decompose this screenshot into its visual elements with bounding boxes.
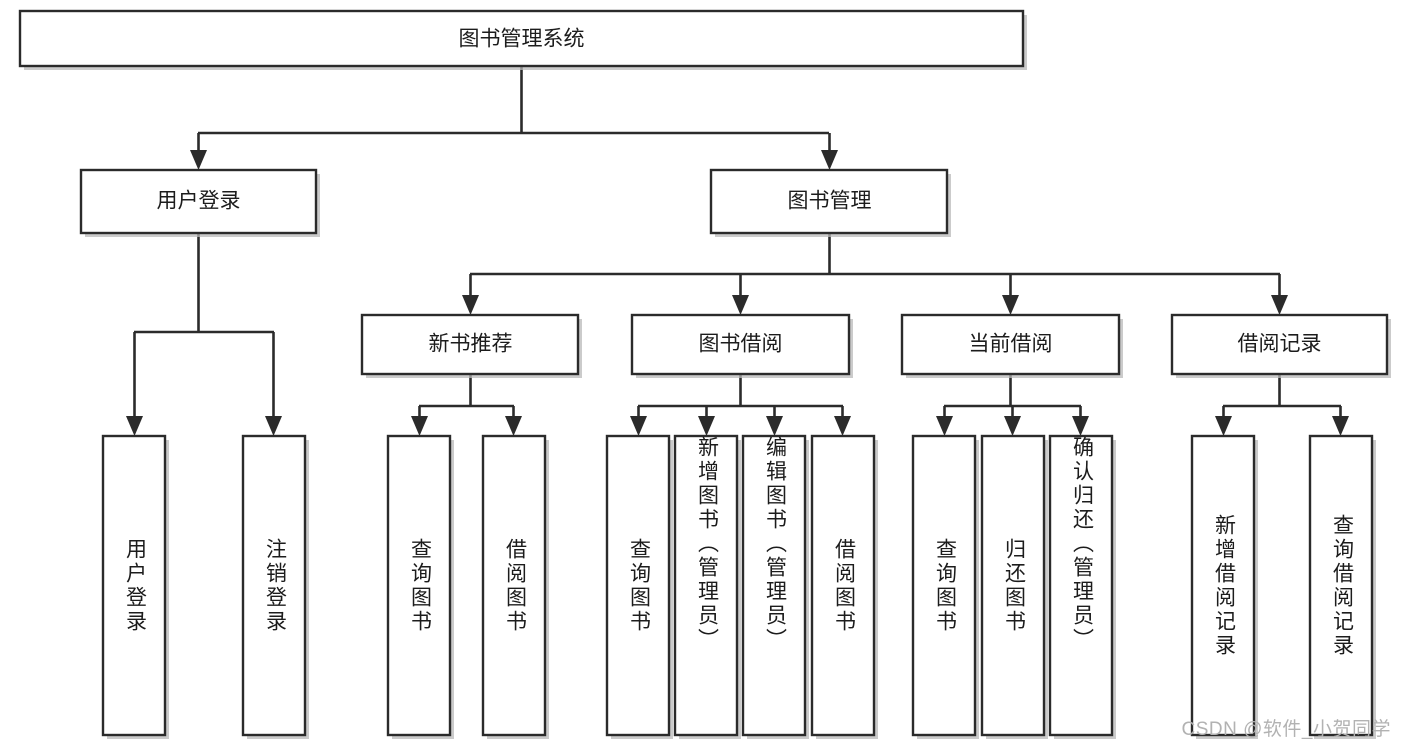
root-node-box[interactable] — [18, 9, 1025, 68]
edges-layer — [126, 66, 1349, 436]
arrow-to-new-book-rec — [462, 295, 479, 315]
leaf-query-record-box[interactable] — [1308, 434, 1374, 737]
arrow-to-borrow-record — [1271, 295, 1288, 315]
leaf-query-book-2-box[interactable] — [605, 434, 671, 737]
new-book-rec-node-label: 新书推荐 — [429, 333, 513, 356]
arrow-to-book-borrow — [732, 295, 749, 315]
arrow-to-leaf-edit-book — [766, 416, 783, 436]
leaf-add-record-box[interactable] — [1190, 434, 1256, 737]
book-borrow-node-label: 图书借阅 — [699, 333, 783, 356]
leaf-query-book-1-box[interactable] — [386, 434, 452, 737]
new-book-rec-node-box[interactable] — [360, 313, 580, 376]
leaf-add-book-box[interactable] — [673, 434, 739, 737]
book-mgmt-node-label: 图书管理 — [788, 190, 872, 213]
arrow-to-leaf-user-login — [126, 416, 143, 436]
leaf-query-book-3-box[interactable] — [911, 434, 977, 737]
book-mgmt-node-box[interactable] — [709, 168, 949, 235]
arrow-to-book-mgmt — [821, 150, 838, 170]
root-node-label: 图书管理系统 — [459, 28, 585, 51]
leaf-borrow-book-1-box[interactable] — [481, 434, 547, 737]
borrow-record-node-label: 借阅记录 — [1238, 333, 1322, 356]
current-borrow-node-label: 当前借阅 — [969, 333, 1053, 356]
arrow-to-leaf-query-record — [1332, 416, 1349, 436]
leaf-borrow-book-2-box[interactable] — [810, 434, 876, 737]
arrow-to-leaf-borrow-book-1 — [505, 416, 522, 436]
arrow-to-leaf-return-book — [1004, 416, 1021, 436]
leaf-logout-box[interactable] — [241, 434, 307, 737]
user-login-node-box[interactable] — [79, 168, 318, 235]
leaf-confirm-return-box[interactable] — [1048, 434, 1114, 737]
arrow-to-leaf-borrow-book-2 — [834, 416, 851, 436]
book-borrow-node-box[interactable] — [630, 313, 851, 376]
nodes-layer: 图书管理系统 用户登录 图书管理 新书推荐 图书借阅 当前借阅 借阅记录 — [18, 9, 1391, 739]
arrow-to-leaf-confirm-return — [1072, 416, 1089, 436]
arrow-to-leaf-query-book-2 — [630, 416, 647, 436]
current-borrow-node-box[interactable] — [900, 313, 1121, 376]
leaf-boxes-layer — [101, 434, 1376, 739]
leaf-edit-book-box[interactable] — [741, 434, 807, 737]
leaf-return-book-box[interactable] — [980, 434, 1046, 737]
arrow-to-leaf-query-book-3 — [936, 416, 953, 436]
arrow-to-leaf-add-book — [698, 416, 715, 436]
user-login-node-label: 用户登录 — [157, 190, 241, 213]
borrow-record-node-box[interactable] — [1170, 313, 1389, 376]
arrow-to-current-borrow — [1002, 295, 1019, 315]
arrow-to-leaf-query-book-1 — [411, 416, 428, 436]
arrow-to-leaf-add-record — [1215, 416, 1232, 436]
leaf-user-login-box[interactable] — [101, 434, 167, 737]
arrow-to-leaf-logout — [265, 416, 282, 436]
csdn-watermark: CSDN @软件_小贺同学 — [1181, 719, 1391, 740]
arrow-to-user-login — [190, 150, 207, 170]
